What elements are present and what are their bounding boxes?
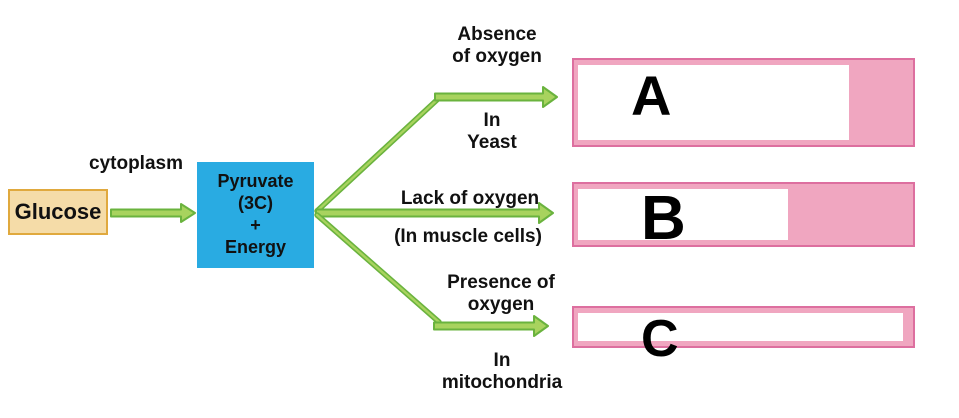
branch-bottom-diagonal-inner: [315, 213, 441, 324]
pyruvate-label: Pyruvate (3C) + Energy: [217, 171, 294, 257]
result-box-c: C: [572, 306, 915, 365]
result-box-c-white-area: [578, 313, 904, 341]
glucose-to-pyruvate-arrow: [110, 203, 196, 223]
result-box-a-white-area: [578, 65, 850, 140]
branch-middle-location-label: (In muscle cells): [394, 226, 542, 247]
branch-middle-condition-label: Lack of oxygen: [400, 188, 540, 209]
glucose-label: Glucose: [14, 199, 102, 224]
result-box-a-letter: A: [631, 64, 673, 127]
result-box-b-white-area: [578, 189, 789, 240]
glucose-box: Glucose: [8, 189, 108, 235]
pyruvate-box: Pyruvate (3C) + Energy: [197, 162, 314, 268]
cytoplasm-label: cytoplasm: [89, 153, 183, 174]
result-box-c-letter: C: [641, 310, 680, 368]
branch-bottom-arrow: [433, 315, 549, 337]
branch-bottom-location-label: In mitochondria: [441, 350, 563, 394]
branch-top-arrow: [434, 86, 558, 108]
result-box-b-letter: B: [641, 184, 687, 253]
branch-top-diagonal-inner: [315, 96, 441, 213]
branch-bottom-condition-label: Presence of oxygen: [447, 272, 555, 316]
result-box-b: B: [572, 182, 915, 253]
branch-middle-arrow: [315, 202, 554, 224]
branch-top-location-label: In Yeast: [467, 110, 517, 154]
result-box-a: A: [572, 58, 915, 147]
branch-top-condition-label: Absence of oxygen: [452, 24, 542, 68]
